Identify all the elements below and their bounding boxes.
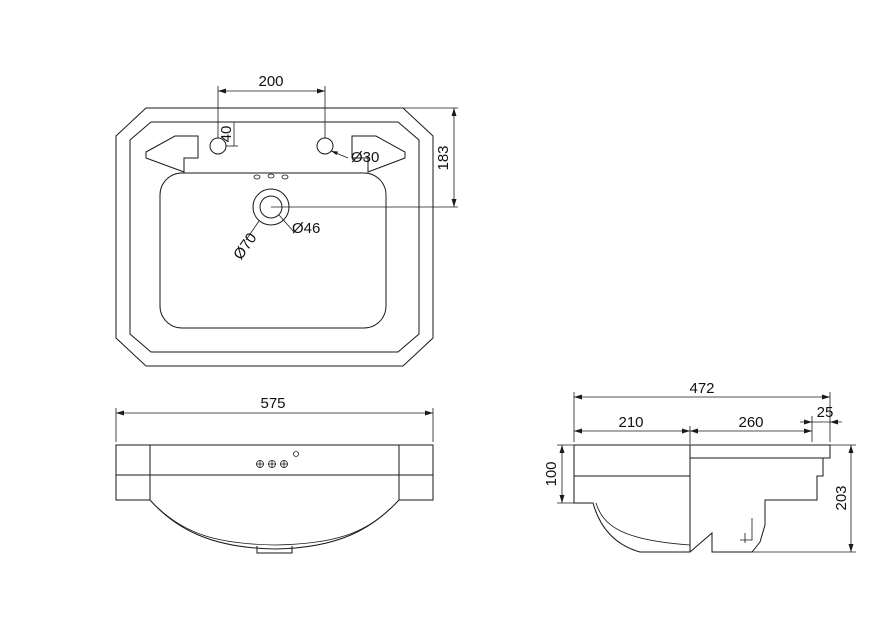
- dim-front-section-label: 210: [618, 414, 643, 431]
- dim-tap-spacing-label: 200: [258, 73, 283, 90]
- front-tap-symbol-2: [268, 460, 276, 468]
- dim-bowl-section-label: 260: [738, 414, 763, 431]
- basin-rim-outline: [129, 121, 420, 353]
- front-bowl-inner-curve: [157, 507, 392, 546]
- overflow-hole-2: [267, 173, 275, 179]
- front-overflow-hole: [293, 451, 299, 457]
- dim-rim-height-label: 100: [543, 461, 560, 486]
- bowl-outline: [159, 172, 387, 329]
- front-waste-stub: [256, 546, 293, 554]
- side-waste-detail: [740, 518, 753, 543]
- front-bowl-curve: [149, 499, 400, 550]
- side-outline: [573, 444, 831, 553]
- front-tap-symbol-1: [256, 460, 264, 468]
- overflow-hole-3: [281, 174, 289, 180]
- tap-deck-left: [145, 135, 199, 173]
- side-view: 472 210 260 25 100 203: [543, 380, 856, 553]
- front-view: 575: [115, 395, 434, 554]
- side-bowl-inner: [595, 502, 691, 546]
- dim-total-depth-label: 472: [689, 380, 714, 397]
- tap-deck-right: [351, 135, 406, 173]
- dim-total-height-label: 203: [833, 485, 850, 510]
- dim-depth-to-waste-label: 183: [435, 145, 452, 170]
- dim-tap-offset-label: 40: [218, 126, 235, 143]
- dim-tap-hole-label: Ø30: [351, 149, 379, 166]
- front-tap-symbol-3: [280, 460, 288, 468]
- tap-hole-right: [316, 137, 334, 155]
- plan-view: 200 40 Ø30 183 Ø70 Ø46: [115, 73, 458, 367]
- dim-rim-lip-label: 25: [817, 404, 834, 421]
- overflow-hole-1: [253, 174, 261, 180]
- basin-outer-outline: [115, 107, 434, 367]
- front-lower-sides: [115, 475, 434, 501]
- dim-waste-inner-label: Ø46: [292, 220, 320, 237]
- dim-width-label: 575: [260, 395, 285, 412]
- front-top-slab: [115, 444, 434, 476]
- dim-waste-outer-label: Ø70: [230, 230, 260, 263]
